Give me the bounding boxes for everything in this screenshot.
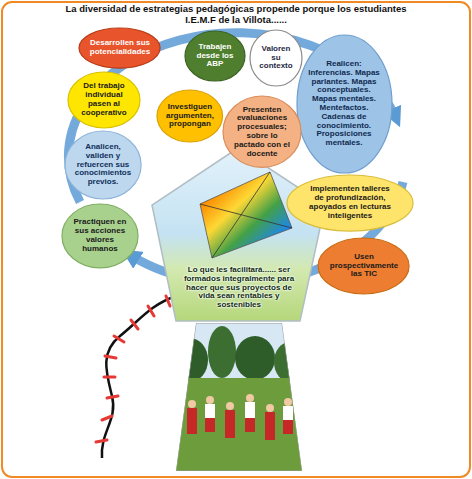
kite-spar (200, 204, 292, 228)
ellipse-outline (287, 175, 413, 231)
goal-ellipse: Desarrollen sus potencialidades (78, 27, 161, 69)
tail-bow (107, 396, 118, 398)
photo-grass (170, 378, 310, 473)
tail-bow (166, 296, 170, 306)
node-text: Desarrollen sus potencialidades (89, 39, 151, 57)
pentagon-outline (152, 148, 325, 321)
text-block: Realicen:Inferencias. Mapas parlantes. M… (308, 60, 380, 148)
text-block: Presenten evaluaciones procesuales; sobr… (234, 106, 290, 159)
tail-bow (148, 306, 154, 316)
student-body (283, 406, 293, 434)
goal-ellipse: Implementen talleres de profundización, … (286, 174, 414, 232)
node-text: Presenten evaluaciones procesuales; sobr… (234, 106, 290, 159)
photo-tree (274, 342, 306, 382)
outcome-pentagon: Lo que les facilitará...... ser formados… (150, 146, 328, 324)
student-body (283, 420, 293, 434)
photo-students (187, 394, 293, 440)
node-body-text: Inferencias. Mapas parlantes. Mapas conc… (308, 69, 380, 148)
ellipse-outline (62, 204, 138, 268)
text-block: Desarrollen sus potencialidades (89, 39, 151, 57)
text-block: Usen prospectivamente las TIC (329, 253, 399, 279)
list-ellipse: Realicen:Inferencias. Mapas parlantes. M… (296, 34, 393, 174)
student-body (265, 412, 275, 440)
student-body (245, 402, 255, 432)
tail-bow (131, 320, 138, 329)
ellipse-outline (250, 30, 302, 86)
node-text: Practiquen en sus acciones valores human… (73, 218, 128, 253)
tail-bow (114, 336, 124, 342)
ellipse-outline (318, 238, 409, 294)
text-block: Investiguen argumenten, propongan (165, 103, 214, 129)
goal-ellipse: Trabajen desde los ABP (184, 30, 246, 82)
kite-illustration (200, 172, 292, 258)
node-text: Valoren su contexto (257, 45, 295, 71)
text-block: Valoren su contexto (257, 45, 295, 71)
goal-ellipse: Investiguen argumenten, propongan (156, 89, 224, 143)
ellipse-outline (297, 35, 392, 173)
tail-bow (102, 416, 112, 420)
photo-tree (235, 336, 275, 380)
kite-sail (200, 172, 292, 258)
node-text: Investiguen argumenten, propongan (165, 103, 214, 129)
node-text: Trabajen desde los ABP (193, 43, 236, 69)
student-body (187, 408, 197, 434)
student-head (206, 396, 214, 404)
ellipse-outline (223, 96, 301, 167)
student-head (266, 404, 274, 412)
ellipse-outline (65, 131, 141, 199)
student-body (245, 418, 255, 432)
photo-tree (208, 326, 236, 378)
goal-ellipse: Del trabajo individual pasen al cooperat… (67, 71, 141, 129)
node-text: Lo que les facilitará...... ser formados… (183, 266, 295, 310)
text-block: Analicen, validen y refuercen sus conoci… (74, 143, 132, 187)
goal-ellipse: Analicen, validen y refuercen sus conoci… (64, 130, 142, 200)
goal-ellipse: Valoren su contexto (249, 29, 303, 87)
goal-ellipse: Presenten evaluaciones procesuales; sobr… (222, 95, 302, 168)
student-head (226, 402, 234, 410)
text-block: Practiquen en sus acciones valores human… (73, 218, 128, 253)
ellipse-outline (68, 72, 140, 128)
ellipse-outline (79, 28, 160, 68)
ellipse-outline (185, 31, 245, 81)
kite-tail (102, 296, 176, 458)
tail-bow (104, 376, 115, 379)
student-body (205, 404, 215, 432)
tail-bow (96, 440, 107, 442)
goal-ellipse: Usen prospectivamente las TIC (317, 237, 410, 295)
node-text: Usen prospectivamente las TIC (329, 253, 399, 279)
diagram-title: La diversidad de estrategias pedagógicas… (56, 4, 416, 26)
text-block: Implementen talleres de profundización, … (305, 185, 395, 220)
text-block: Del trabajo individual pasen al cooperat… (78, 82, 130, 117)
student-body (225, 410, 235, 438)
ellipse-outline (157, 90, 223, 142)
kite-tail-bows (96, 296, 170, 442)
goal-ellipse: Practiquen en sus acciones valores human… (61, 203, 139, 269)
student-head (284, 398, 292, 406)
text-block: Lo que les facilitará...... ser formados… (183, 266, 295, 310)
text-block: Trabajen desde los ABP (193, 43, 236, 69)
photo-frame (176, 323, 302, 471)
student-head (188, 400, 196, 408)
node-text: Implementen talleres de profundización, … (305, 185, 395, 220)
student-head (246, 394, 254, 402)
node-text: Del trabajo individual pasen al cooperat… (78, 82, 130, 117)
node-text: Analicen, validen y refuercen sus conoci… (74, 143, 132, 187)
tail-bow (105, 356, 116, 358)
node-text: Realicen: (308, 60, 380, 69)
students-photo (170, 320, 310, 473)
photo-tree (172, 338, 208, 382)
student-body (205, 418, 215, 432)
